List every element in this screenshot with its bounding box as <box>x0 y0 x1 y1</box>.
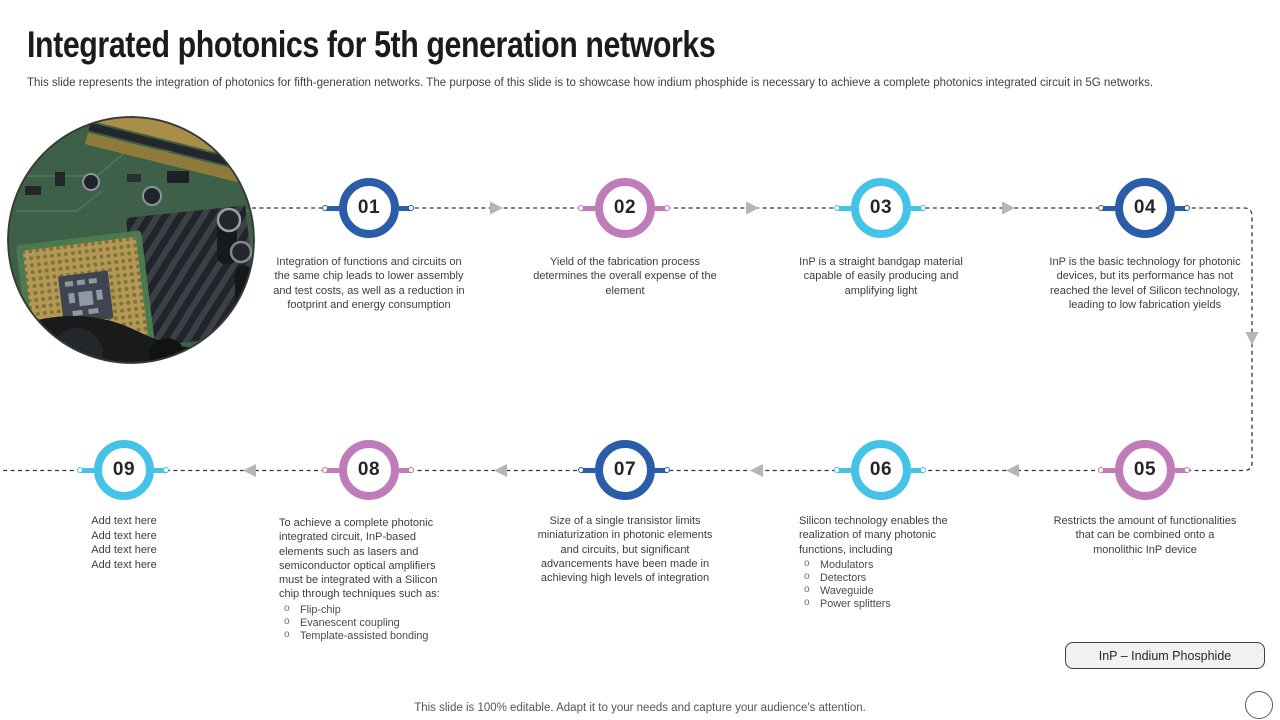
arrow-right-icon <box>490 201 503 215</box>
arrow-left-icon <box>1006 464 1019 477</box>
node-dot-right <box>1184 204 1190 211</box>
bullet-item: Power splitters <box>799 597 981 611</box>
node-number-badge: 08 <box>339 440 399 500</box>
node-number: 08 <box>357 459 381 480</box>
node-dot-right <box>664 204 670 211</box>
node-number-badge: 07 <box>595 440 655 500</box>
decorative-circle <box>1245 691 1273 719</box>
node-04-description: InP is the basic technology for photonic… <box>1049 256 1241 311</box>
node-stub-right <box>911 467 924 473</box>
circuit-board-illustration <box>7 116 255 364</box>
node-08-bullet-list: Flip-chip Evanescent coupling Template-a… <box>279 603 459 644</box>
node-dot-left <box>77 466 83 473</box>
node-number-badge: 02 <box>595 178 655 238</box>
legend-box: InP – Indium Phosphide <box>1065 642 1265 669</box>
node-08-description: To achieve a complete photonic integrate… <box>279 516 459 643</box>
node-number: 07 <box>613 459 637 480</box>
placeholder-line: Add text here <box>91 558 157 571</box>
node-dot-right <box>920 466 926 473</box>
node-stub-left <box>1102 205 1115 211</box>
node-stub-right <box>911 205 924 211</box>
node-number-badge: 06 <box>851 440 911 500</box>
arrow-left-icon <box>243 464 256 477</box>
node-number-badge: 03 <box>851 178 911 238</box>
placeholder-line: Add text here <box>91 544 157 557</box>
node-stub-right <box>1175 467 1188 473</box>
node-dot-right <box>920 204 926 211</box>
node-stub-left <box>838 467 851 473</box>
node-number: 03 <box>869 197 893 218</box>
node-stub-right <box>1175 205 1188 211</box>
bullet-item: Flip-chip <box>279 603 459 617</box>
node-stub-right <box>399 467 412 473</box>
node-dot-left <box>578 466 584 473</box>
node-number: 04 <box>1133 197 1157 218</box>
node-dot-right <box>664 466 670 473</box>
node-03-description: InP is a straight bandgap material capab… <box>799 256 963 297</box>
placeholder-line: Add text here <box>91 515 157 527</box>
bullet-item: Evanescent coupling <box>279 616 459 630</box>
node-05-description: Restricts the amount of functionalities … <box>1053 515 1237 556</box>
node-dot-left <box>578 204 584 211</box>
node-dot-left <box>834 204 840 211</box>
node-stub-right <box>655 205 668 211</box>
node-stub-right <box>399 205 412 211</box>
arrow-left-icon <box>750 464 763 477</box>
node-stub-left <box>582 467 595 473</box>
node-dot-right <box>408 204 414 211</box>
node-dot-right <box>1184 466 1190 473</box>
node-number: 05 <box>1133 459 1157 480</box>
arrow-right-icon <box>1002 201 1015 215</box>
placeholder-line: Add text here <box>91 529 157 542</box>
node-number: 06 <box>869 459 893 480</box>
node-dot-right <box>408 466 414 473</box>
node-stub-left <box>1102 467 1115 473</box>
node-08-text: To achieve a complete photonic integrate… <box>279 517 440 601</box>
circuit-board-photo <box>7 116 255 364</box>
bullet-item: Modulators <box>799 558 981 572</box>
footer-note: This slide is 100% editable. Adapt it to… <box>414 702 866 714</box>
arrow-right-icon <box>746 201 759 215</box>
node-dot-left <box>1098 204 1104 211</box>
node-09-placeholder: Add text here Add text here Add text her… <box>64 514 184 572</box>
node-07-description: Size of a single transistor limits minia… <box>537 515 713 585</box>
node-stub-left <box>838 205 851 211</box>
node-dot-left <box>322 466 328 473</box>
arrow-down-icon <box>1245 332 1259 345</box>
node-06-text: Silicon technology enables the realizati… <box>799 515 948 556</box>
node-01-description: Integration of functions and circuits on… <box>273 256 465 311</box>
node-dot-right <box>163 466 169 473</box>
timeline-arrows <box>243 201 1259 477</box>
node-dot-left <box>1098 466 1104 473</box>
node-number: 02 <box>613 197 637 218</box>
bullet-item: Detectors <box>799 571 981 585</box>
node-number: 01 <box>357 197 381 218</box>
node-dot-left <box>322 204 328 211</box>
node-stub-right <box>655 467 668 473</box>
node-stub-right <box>154 467 167 473</box>
arrow-left-icon <box>494 464 507 477</box>
node-number-badge: 09 <box>94 440 154 500</box>
node-06-bullet-list: Modulators Detectors Waveguide Power spl… <box>799 558 981 612</box>
node-02-description: Yield of the fabrication process determi… <box>533 256 717 297</box>
node-number-badge: 04 <box>1115 178 1175 238</box>
bullet-item: Template-assisted bonding <box>279 629 459 643</box>
slide-description: This slide represents the integration of… <box>27 77 1154 89</box>
node-stub-left <box>81 467 94 473</box>
node-stub-left <box>326 467 339 473</box>
node-06-description: Silicon technology enables the realizati… <box>799 514 981 612</box>
node-number: 09 <box>112 459 136 480</box>
node-dot-left <box>834 466 840 473</box>
bullet-item: Waveguide <box>799 584 981 598</box>
node-number-badge: 05 <box>1115 440 1175 500</box>
node-stub-left <box>326 205 339 211</box>
node-number-badge: 01 <box>339 178 399 238</box>
node-stub-left <box>582 205 595 211</box>
page-title: Integrated photonics for 5th generation … <box>27 24 716 65</box>
